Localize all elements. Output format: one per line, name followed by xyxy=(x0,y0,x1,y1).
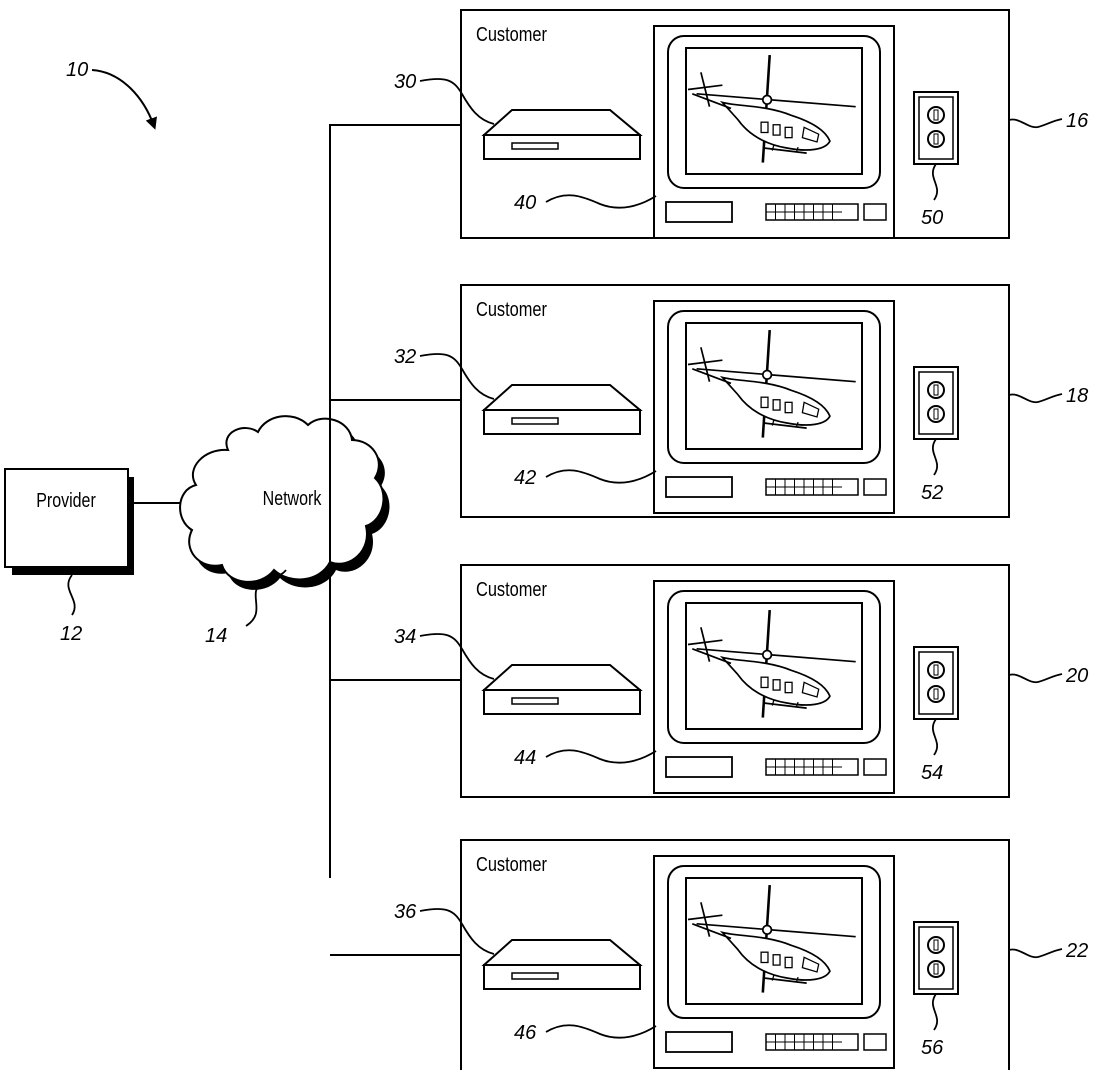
power-outlet-plate xyxy=(918,371,954,435)
set-top-box-front xyxy=(483,134,641,160)
power-outlet-plate xyxy=(918,651,954,715)
customer-site: Customer 36 46 56 22 xyxy=(330,839,1088,1073)
device-ref-leader xyxy=(419,78,495,125)
outlet-pin xyxy=(933,963,939,975)
display-ref: 42 xyxy=(514,467,536,489)
figure-reference: 10 xyxy=(66,59,88,81)
device-ref: 36 xyxy=(394,901,417,923)
outlet-pin xyxy=(933,133,939,145)
outlet-ref: 50 xyxy=(921,207,943,229)
site-ref-leader xyxy=(1008,118,1063,129)
site-ref-leader xyxy=(1008,673,1063,684)
set-top-box-slot xyxy=(511,697,559,705)
site-ref-leader xyxy=(1008,393,1063,404)
customer-site: Customer 32 42 52 18 xyxy=(330,284,1088,518)
site-ref-leader xyxy=(1008,948,1063,959)
outlet-pin xyxy=(933,109,939,121)
monitor-button xyxy=(863,478,887,496)
power-outlet xyxy=(913,366,959,440)
set-top-box-slot xyxy=(511,417,559,425)
device-ref-leader xyxy=(419,353,495,400)
outlet-socket xyxy=(927,685,945,703)
outlet-pin xyxy=(933,384,939,396)
power-outlet-plate xyxy=(918,926,954,990)
outlet-pin xyxy=(933,939,939,951)
power-outlet xyxy=(913,921,959,995)
outlet-ref-leader xyxy=(931,718,939,756)
outlet-socket xyxy=(927,936,945,954)
power-outlet xyxy=(913,646,959,720)
device-ref-leader xyxy=(419,633,495,680)
outlet-ref: 52 xyxy=(921,482,943,504)
power-outlet-plate xyxy=(918,96,954,160)
outlet-ref-leader xyxy=(931,163,939,201)
outlet-pin xyxy=(933,408,939,420)
customer-label: Customer xyxy=(476,297,547,320)
outlet-socket xyxy=(927,405,945,423)
set-top-box-front xyxy=(483,964,641,990)
customer-label: Customer xyxy=(476,852,547,875)
set-top-box-slot xyxy=(511,142,559,150)
site-ref: 20 xyxy=(1065,665,1088,687)
display-ref: 40 xyxy=(514,192,536,214)
set-top-box-front xyxy=(483,689,641,715)
display-ref-leader xyxy=(545,194,657,209)
monitor-panel xyxy=(665,476,733,498)
provider-label: Provider xyxy=(36,489,96,511)
outlet-ref-leader xyxy=(931,438,939,476)
monitor-button xyxy=(863,758,887,776)
device-ref: 32 xyxy=(394,346,416,368)
display-ref-leader xyxy=(545,749,657,764)
power-outlet xyxy=(913,91,959,165)
outlet-ref: 54 xyxy=(921,762,943,784)
outlet-ref: 56 xyxy=(921,1037,944,1059)
set-top-box-slot xyxy=(511,972,559,980)
monitor-panel xyxy=(665,1031,733,1053)
outlet-socket xyxy=(927,661,945,679)
monitor-button xyxy=(863,1033,887,1051)
outlet-socket xyxy=(927,381,945,399)
outlet-socket xyxy=(927,106,945,124)
provider-ref: 12 xyxy=(60,623,82,645)
network-ref: 14 xyxy=(205,625,227,647)
device-ref: 34 xyxy=(394,626,416,648)
customer-label: Customer xyxy=(476,22,547,45)
customers-group: Customer30405016Customer32425218Customer… xyxy=(330,9,1089,1073)
outlet-ref-leader xyxy=(931,993,939,1031)
outlet-pin xyxy=(933,688,939,700)
provider-ref-leader xyxy=(67,574,76,616)
customer-site: Customer 34 44 54 20 xyxy=(330,564,1088,798)
outlet-socket xyxy=(927,960,945,978)
outlet-pin xyxy=(933,664,939,676)
outlet-socket xyxy=(927,130,945,148)
site-ref: 22 xyxy=(1065,940,1088,962)
device-ref-leader xyxy=(419,908,495,955)
monitor-panel xyxy=(665,756,733,778)
device-ref: 30 xyxy=(394,71,416,93)
site-ref: 16 xyxy=(1066,110,1089,132)
display-ref: 44 xyxy=(514,747,536,769)
provider-node: Provider xyxy=(4,468,134,575)
network-label: Network xyxy=(263,487,323,509)
monitor-button xyxy=(863,203,887,221)
site-ref: 18 xyxy=(1066,385,1088,407)
customer-label: Customer xyxy=(476,577,547,600)
display-ref: 46 xyxy=(514,1022,537,1044)
monitor-panel xyxy=(665,201,733,223)
set-top-box-front xyxy=(483,409,641,435)
network-ref-leader xyxy=(245,569,287,627)
customer-site: Customer 30 40 50 16 xyxy=(330,9,1089,239)
display-ref-leader xyxy=(545,1024,657,1039)
display-ref-leader xyxy=(545,469,657,484)
network-cloud: Network xyxy=(179,415,390,590)
figure-arrow xyxy=(91,69,157,130)
